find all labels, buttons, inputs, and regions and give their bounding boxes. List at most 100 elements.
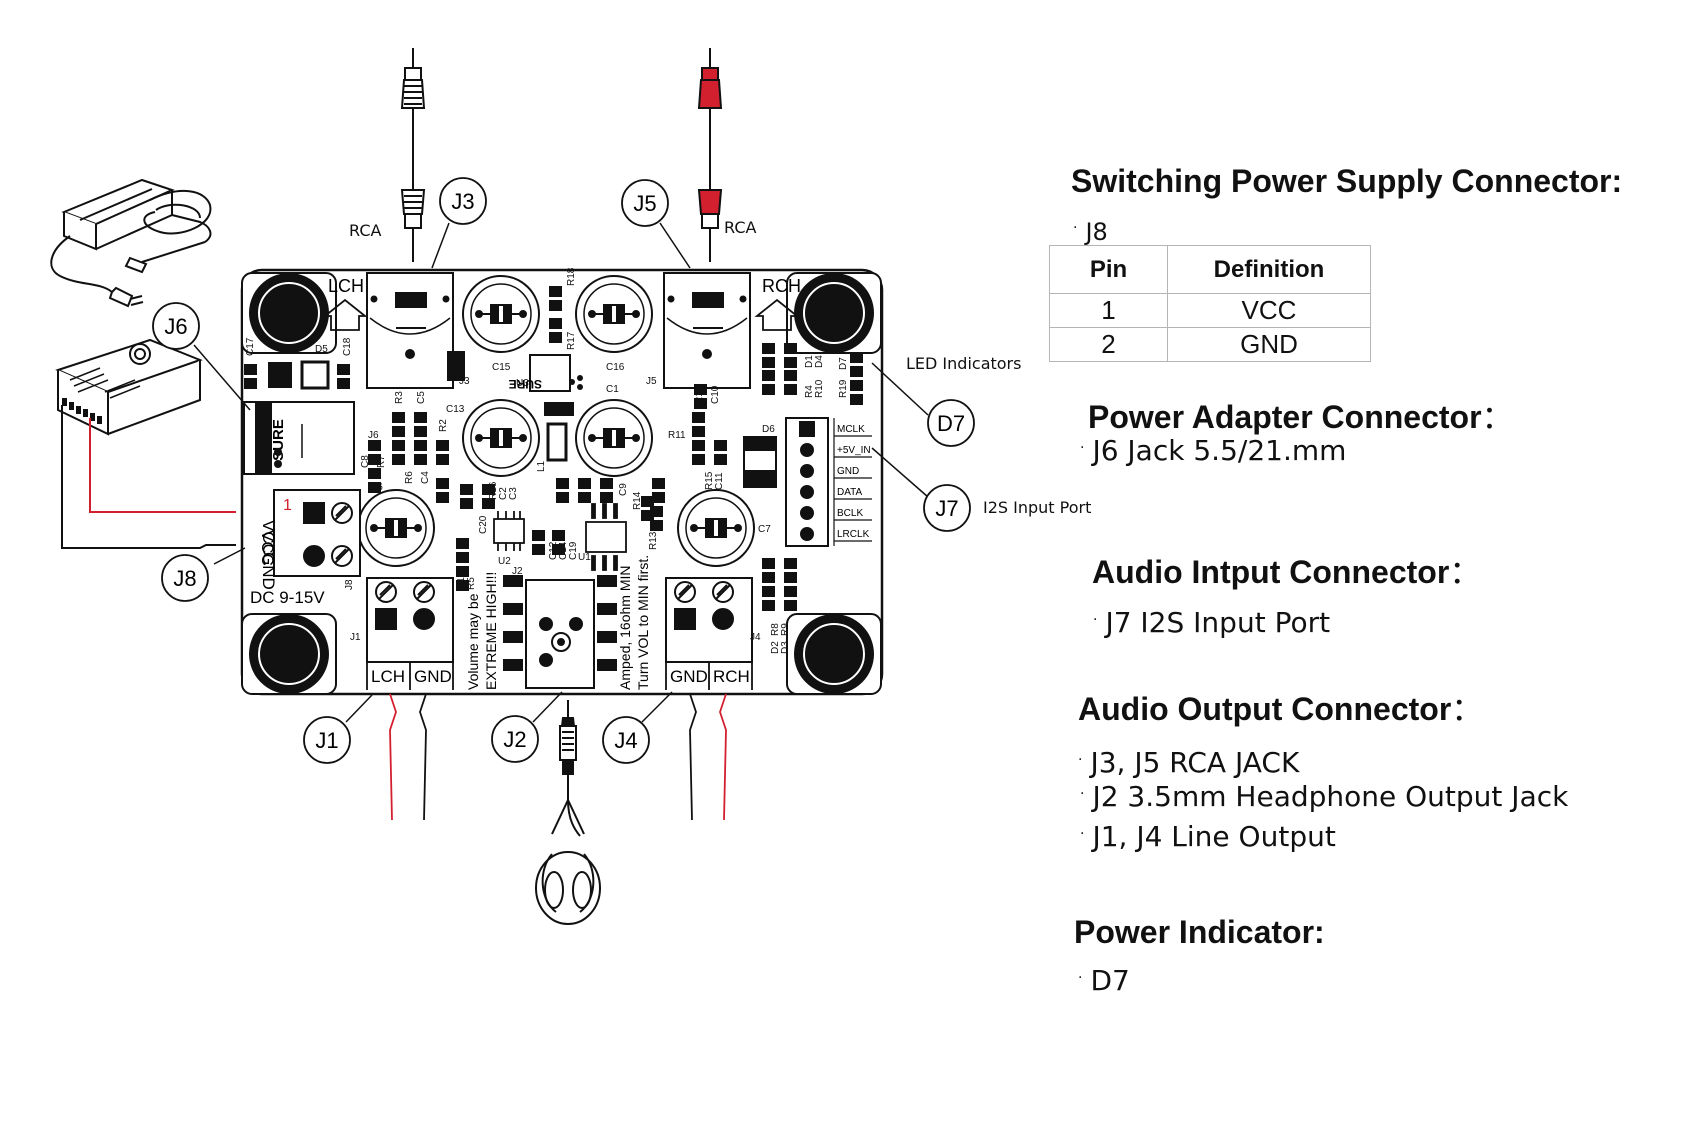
table-header-row: Pin Definition — [1049, 245, 1371, 294]
sure-logo-icon: SURE — [509, 375, 583, 391]
bullet-icon: · — [1078, 752, 1083, 768]
silk-r7: R7 — [376, 455, 387, 468]
callout-j6: J6 — [152, 302, 200, 350]
silk-c5: C5 — [416, 391, 427, 404]
gnd-label: GND — [259, 552, 278, 590]
power-indicator-item-text: D7 — [1090, 964, 1130, 997]
silk-r15: R15 — [704, 471, 715, 490]
silk-r18: R18 — [566, 267, 577, 286]
silk-d6: D6 — [762, 424, 775, 435]
headphone-jack-j2 — [503, 575, 617, 689]
audio-output-item: ·J1, J4 Line Output — [1080, 820, 1336, 853]
svg-text:J7: J7 — [935, 496, 958, 521]
silk-r14: R14 — [632, 491, 643, 510]
power-adapter-heading-text: Power Adapter Connector — [1088, 399, 1482, 435]
audio-output-item-text: J2 3.5mm Headphone Output Jack — [1092, 780, 1569, 813]
callout-j2: J2 — [491, 715, 539, 763]
silk-c15: C15 — [492, 362, 511, 373]
svg-text:J3: J3 — [451, 189, 474, 214]
sure-logo-text: SURE — [509, 377, 542, 391]
silk-c1: C1 — [606, 384, 619, 395]
audio-output-item-text: J1, J4 Line Output — [1092, 820, 1336, 853]
i2s-pin-lrclk: LRCLK — [837, 529, 870, 540]
j1-gnd-label: GND — [414, 667, 452, 686]
smd-pads — [244, 286, 863, 611]
power-adapter-colon: ： — [1481, 399, 1514, 435]
silk-c2: C2 — [498, 487, 509, 500]
callouts: J3 J5 J6 J8 D7 J7 J1 J2 J4 — [152, 177, 975, 764]
audio-output-item: · J2 3.5mm Headphone Output Jack — [1080, 780, 1568, 813]
audio-output-item: · J3, J5 RCA JACK — [1078, 746, 1299, 779]
dc-power-jack-j6: SURE — [243, 401, 355, 475]
silk-j3: J3 — [459, 376, 470, 387]
line-output-terminal-j1 — [366, 577, 454, 663]
i2s-pin-gnd: GND — [837, 466, 859, 477]
silk-d3: D3 — [780, 641, 791, 654]
table-cell-definition: VCC — [1167, 293, 1371, 328]
warning-line-4: Turn VOL to MIN first. — [635, 555, 651, 690]
silk-r4: R4 — [804, 385, 815, 398]
silk-r8: R8 — [770, 623, 781, 636]
vcc-silk: VCC — [258, 530, 277, 566]
silk-j8: J8 — [344, 579, 355, 590]
i2s-pin-bclk: BCLK — [837, 508, 863, 519]
rca-jack-j5 — [663, 272, 751, 389]
warning-line-1: Volume may be — [465, 593, 481, 690]
bullet-icon: · — [1093, 612, 1098, 628]
callout-leader-lines — [193, 222, 929, 723]
table-row: 2 GND — [1049, 327, 1371, 362]
callout-j5: J5 — [621, 179, 669, 227]
switching-supply-item-text: J8 — [1085, 218, 1108, 246]
i2s-pin-data: DATA — [837, 487, 863, 498]
vcc-label: VCC — [259, 520, 278, 556]
audio-input-heading-text: Audio Intput Connector — [1092, 554, 1450, 590]
silk-u2: U2 — [498, 556, 511, 567]
silk-c4: C4 — [420, 471, 431, 484]
silk-r13: R13 — [648, 531, 659, 550]
silk-j6: J6 — [368, 430, 379, 441]
lch-arrow-icon — [322, 298, 368, 331]
power-terminal-j8 — [273, 489, 361, 577]
mounting-hole-icon — [241, 272, 882, 695]
i2s-pin-5v: +5V_IN — [837, 445, 871, 456]
j4-gnd-label: GND — [670, 667, 708, 686]
rch-arrow-icon — [754, 298, 800, 331]
switching-power-supply-icon — [55, 338, 236, 549]
earbud-icon — [535, 799, 601, 925]
power-adapter-item-text: J6 Jack 5.5/21.mm — [1092, 434, 1347, 467]
audio-output-item-text: J3, J5 RCA JACK — [1090, 746, 1300, 779]
silk-c16: C16 — [606, 362, 625, 373]
table-header-definition: Definition — [1167, 245, 1371, 294]
i2s-header-j7 — [785, 417, 872, 547]
silk-r5: R5 — [466, 577, 477, 590]
lch-label: LCH — [328, 276, 364, 296]
audio-output-heading: Audio Output Connector： — [1078, 684, 1483, 730]
silk-r6: R6 — [404, 471, 415, 484]
silk-j5: J5 — [646, 376, 657, 387]
power-adapter-item: ·J6 Jack 5.5/21.mm — [1080, 434, 1346, 467]
bullet-icon: · — [1080, 786, 1085, 802]
table-header-pin: Pin — [1049, 245, 1168, 294]
audio-output-colon: ： — [1451, 691, 1484, 727]
silk-r19: R19 — [838, 379, 849, 398]
callout-j8: J8 — [161, 554, 209, 602]
rca-jack-j3 — [366, 272, 465, 389]
audio-input-colon: ： — [1449, 554, 1482, 590]
rca-right-label: RCA — [724, 218, 756, 237]
silk-c7: C7 — [758, 524, 771, 535]
rca-cable-right-icon — [697, 48, 723, 262]
headphone-plug-icon — [559, 700, 581, 837]
silk-r10: R10 — [814, 379, 825, 398]
svg-text:J4: J4 — [614, 728, 637, 753]
audio-output-heading-text: Audio Output Connector — [1078, 691, 1452, 727]
silk-d5: D5 — [315, 344, 328, 355]
silk-c20: C20 — [478, 515, 489, 534]
warning-line-3: Amped, 16ohm MIN — [617, 566, 633, 691]
table-row: 1 VCC — [1049, 293, 1371, 328]
callout-j1: J1 — [303, 716, 351, 764]
svg-text:J2: J2 — [503, 727, 526, 752]
svg-text:J1: J1 — [315, 728, 338, 753]
silk-r12: R12 — [694, 385, 705, 404]
silk-r3: R3 — [394, 391, 405, 404]
switching-supply-item: ·J8 — [1073, 218, 1108, 246]
